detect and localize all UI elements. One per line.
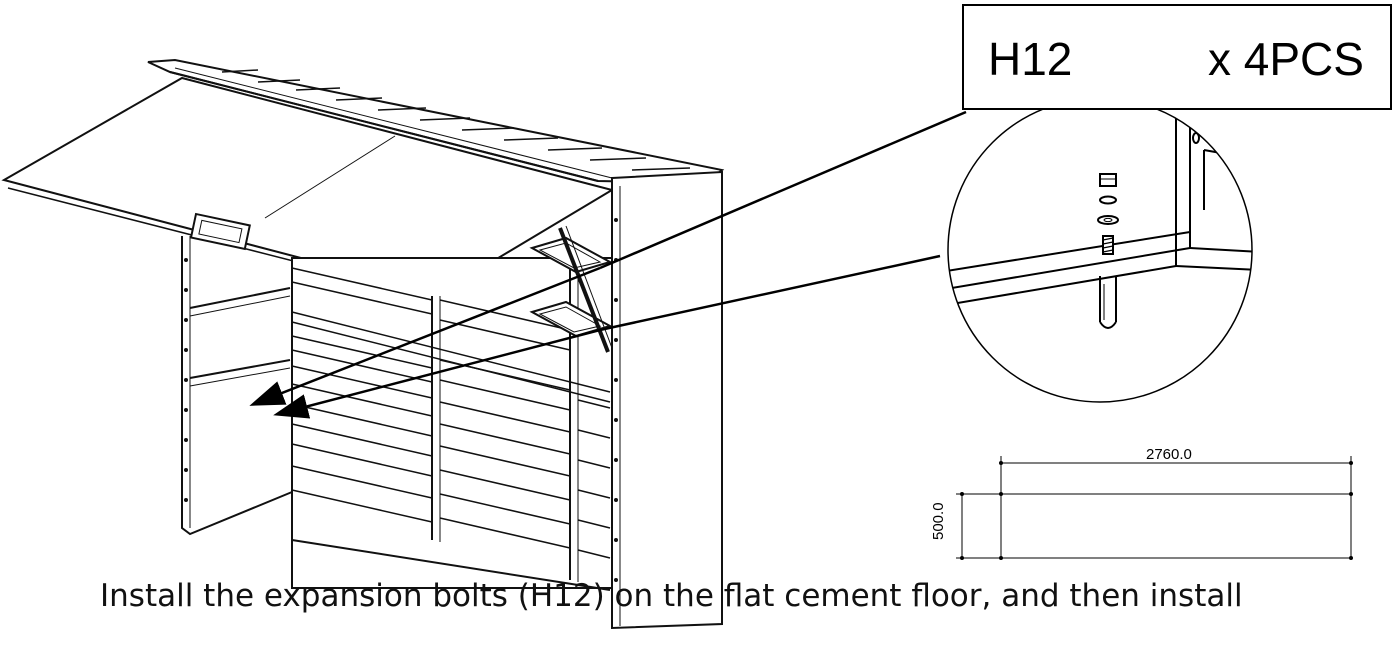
- detail-zoom: [947, 97, 1253, 403]
- shed-illustration: [1, 58, 725, 630]
- left-door: [181, 236, 293, 536]
- part-quantity: x 4PCS: [1208, 33, 1364, 85]
- arrow-2: [273, 328, 601, 419]
- callout-leaders: [249, 110, 967, 419]
- dimension-width-label: 2760.0: [1146, 446, 1192, 463]
- part-code: H12: [988, 33, 1073, 85]
- arrow-1: [249, 266, 601, 406]
- dimension-height-label: 500.0: [930, 502, 947, 540]
- dimension-drawing: [956, 456, 1353, 560]
- part-callout-box: H12 x 4PCS: [962, 4, 1392, 110]
- shed-end-panel: [611, 170, 723, 630]
- instruction-caption: Install the expansion bolts (H12) on the…: [100, 578, 1243, 614]
